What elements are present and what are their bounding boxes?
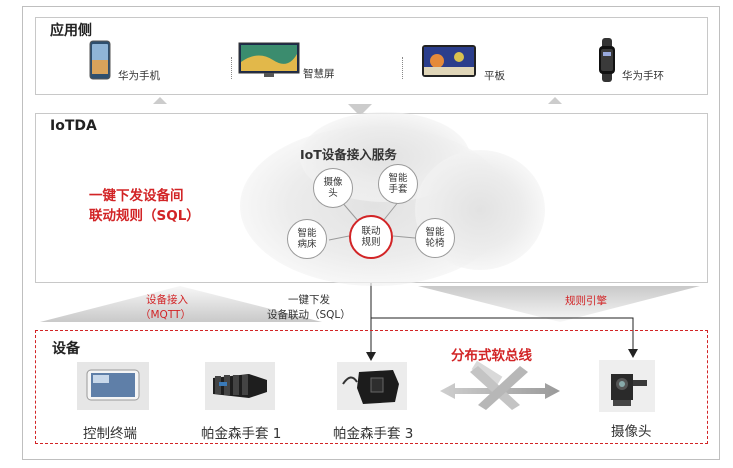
- phone-icon: [89, 40, 111, 80]
- camera-node-label: 摄像头: [323, 177, 343, 199]
- band-icon: [599, 38, 615, 82]
- separator: [402, 57, 403, 79]
- rule-engine-fan: [418, 286, 700, 322]
- device-layer-title: 设备: [52, 341, 80, 357]
- wheelchair-node-label: 智能轮椅: [425, 227, 445, 249]
- app-layer-title: 应用侧: [50, 23, 92, 39]
- device-label: 控制终端: [83, 426, 137, 442]
- app-layer-box: [35, 17, 708, 95]
- linkage-rule-node-label: 联动规则: [361, 226, 381, 248]
- linkage-to-glove-arrowhead: [366, 352, 376, 361]
- app-device-label: 平板: [484, 70, 505, 82]
- rule-engine-label: 规则引擎: [565, 295, 607, 307]
- glove-icon: [337, 362, 407, 410]
- smart-screen-icon: [238, 42, 300, 77]
- soft-bus-graphic: [440, 360, 560, 410]
- iotda-title: IoTDA: [50, 118, 97, 134]
- linkage-rule-node: 联动规则: [349, 215, 393, 259]
- camera-node: 摄像头: [313, 168, 353, 208]
- rule-text-line1: 一键下发设备间: [89, 188, 184, 204]
- soft-bus-label: 分布式软总线: [451, 348, 532, 364]
- rule-to-camera-arrowhead: [628, 349, 638, 358]
- glove-icon: [205, 362, 275, 410]
- one-click-label: 一键下发: [288, 294, 330, 306]
- camera-icon: [599, 360, 655, 412]
- device-label: 帕金森手套 1: [201, 426, 282, 442]
- one-click-sql-label: 设备联动（SQL）: [267, 309, 351, 321]
- rule-text-line2: 联动规则（SQL）: [89, 208, 200, 224]
- app-device-label: 华为手环: [622, 70, 664, 82]
- bed-node: 智能病床: [287, 219, 327, 259]
- device-layer-box: [35, 330, 708, 444]
- app-device-label: 智慧屏: [303, 68, 335, 80]
- bed-node-label: 智能病床: [297, 228, 317, 250]
- up-chevron-right: [548, 97, 562, 104]
- device-label: 摄像头: [611, 424, 652, 440]
- glove-node-label: 智能手套: [388, 173, 408, 195]
- up-chevron-left: [153, 97, 167, 104]
- device-access-fan: [40, 286, 322, 322]
- rule-to-camera-line: [371, 317, 634, 352]
- glove-node: 智能手套: [378, 164, 418, 204]
- wheelchair-node: 智能轮椅: [415, 218, 455, 258]
- device-label: 帕金森手套 3: [333, 426, 414, 442]
- separator: [231, 57, 232, 79]
- control-terminal-icon: [77, 362, 149, 410]
- device-access-label: 设备接入: [146, 294, 188, 306]
- down-chevron-center: [348, 104, 372, 116]
- app-device-label: 华为手机: [118, 70, 160, 82]
- device-access-protocol: （MQTT）: [140, 309, 191, 321]
- service-title: IoT设备接入服务: [300, 147, 397, 162]
- tablet-icon: [422, 45, 476, 77]
